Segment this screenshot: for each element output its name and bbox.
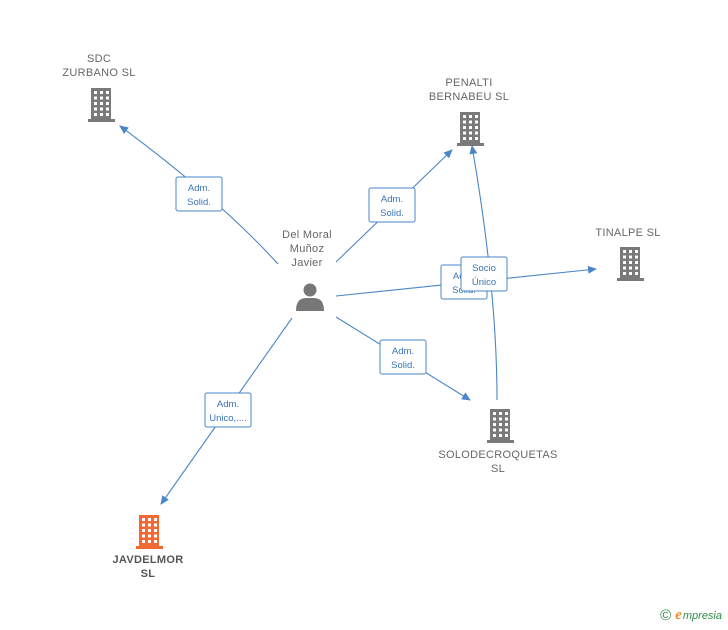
edge-label-line: Adm. (381, 194, 403, 205)
node-name-line: Javier (291, 257, 322, 269)
node-solodecroquetas[interactable]: SOLODECROQUETAS SL (438, 409, 557, 475)
edge-label-line: Solid. (187, 197, 211, 208)
copyright-footer: © e mpresia (660, 607, 722, 624)
edge-label-line: Solid. (380, 208, 404, 219)
building-icon (136, 515, 163, 549)
node-name-line: Del Moral (282, 229, 332, 241)
edge-label-line: Unico,.... (209, 413, 247, 424)
building-icon (617, 247, 644, 281)
brand-logo-text[interactable]: mpresia (682, 609, 722, 622)
node-name-line: PENALTI (445, 77, 492, 89)
edge-label-line: Solid. (391, 360, 415, 371)
edge-label-line: Socio (472, 263, 496, 274)
brand-logo-initial[interactable]: e (675, 607, 682, 623)
building-icon (88, 88, 115, 122)
edge-label-person-penalti[interactable]: Adm. Solid. (368, 187, 416, 223)
node-name-line: SOLODECROQUETAS (438, 449, 557, 461)
node-name-line: ZURBANO SL (62, 67, 135, 79)
node-penalti[interactable]: PENALTI BERNABEU SL (429, 77, 509, 146)
edge-label-line: Único (472, 277, 496, 288)
edge-label-line: Adm. (217, 399, 239, 410)
node-name-line: SL (141, 568, 156, 580)
edge-label-line: Adm. (392, 346, 414, 357)
node-name-line: Muñoz (290, 243, 325, 255)
node-name-line: TINALPE SL (595, 227, 660, 239)
building-icon (457, 112, 484, 146)
node-sdc[interactable]: SDC ZURBANO SL (62, 53, 135, 122)
edge-labels-layer: Adm.Solid.Adm.Solid.Adm.Solid.Adm.Solid.… (175, 176, 508, 428)
copyright-icon: © (660, 607, 672, 624)
edge-label-person-javdelmor[interactable]: Adm. Unico,.... (204, 392, 252, 428)
node-tinalpe[interactable]: TINALPE SL (595, 227, 660, 281)
person-icon (296, 283, 324, 311)
node-javdelmor[interactable]: JAVDELMOR SL (113, 515, 184, 580)
edge-label-line: Adm. (188, 183, 210, 194)
node-name-line: JAVDELMOR (113, 554, 184, 566)
node-name-line: SL (491, 463, 505, 475)
node-name-line: SDC (87, 53, 111, 65)
building-icon (487, 409, 514, 443)
node-name-line: BERNABEU SL (429, 91, 509, 103)
edge-label-person-solodecroquetas[interactable]: Adm. Solid. (379, 339, 427, 375)
edge-label-person-sdc[interactable]: Adm. Solid. (175, 176, 223, 212)
